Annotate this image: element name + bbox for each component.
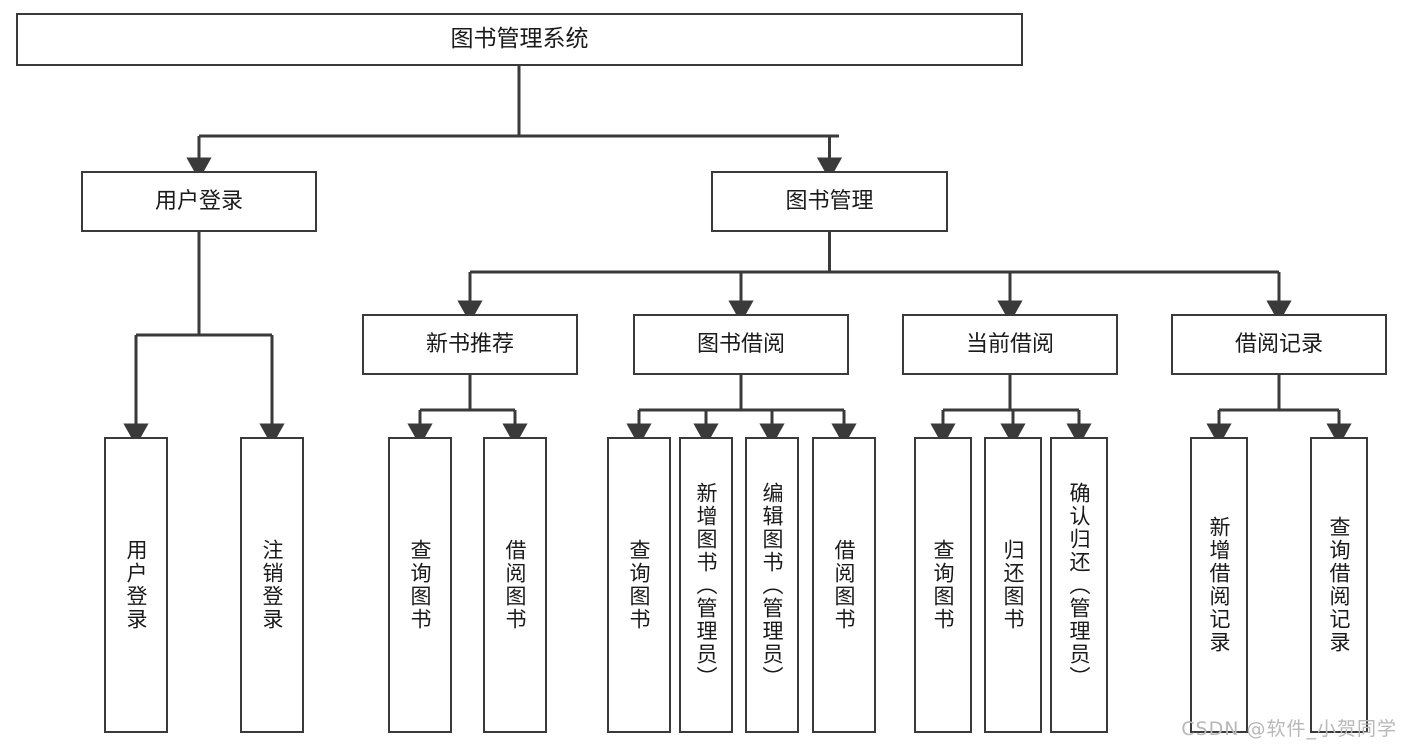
leaf-borrow-books-recommend[interactable]: 借阅图书 bbox=[483, 437, 547, 733]
leaf-edit-book-admin[interactable]: 编辑图书（管理员） bbox=[745, 437, 799, 733]
node-borrow-records[interactable]: 借阅记录 bbox=[1171, 314, 1387, 375]
node-label: 新增图书（管理员） bbox=[694, 481, 719, 689]
node-label: 新书推荐 bbox=[425, 331, 514, 357]
node-label: 图书管理 bbox=[785, 188, 874, 214]
leaf-query-books-recommend[interactable]: 查询图书 bbox=[388, 437, 452, 733]
leaf-query-borrow-record[interactable]: 查询借阅记录 bbox=[1310, 437, 1368, 733]
node-label: 确认归还（管理员） bbox=[1067, 481, 1092, 689]
node-label: 借阅记录 bbox=[1234, 331, 1323, 357]
leaf-add-book-admin[interactable]: 新增图书（管理员） bbox=[679, 437, 733, 733]
node-label: 查询图书 bbox=[408, 539, 433, 631]
node-label: 归还图书 bbox=[1001, 539, 1026, 631]
node-label: 借阅图书 bbox=[503, 539, 528, 631]
node-new-book-recommend[interactable]: 新书推荐 bbox=[362, 314, 578, 375]
node-label: 用户登录 bbox=[124, 539, 149, 631]
node-label: 用户登录 bbox=[154, 188, 243, 214]
leaf-return-books[interactable]: 归还图书 bbox=[984, 437, 1042, 733]
leaf-user-login[interactable]: 用户登录 bbox=[104, 437, 168, 733]
leaf-logout[interactable]: 注销登录 bbox=[240, 437, 304, 733]
node-user-login[interactable]: 用户登录 bbox=[81, 171, 317, 232]
node-current-borrowing[interactable]: 当前借阅 bbox=[902, 314, 1118, 375]
node-book-management[interactable]: 图书管理 bbox=[711, 171, 948, 232]
leaf-confirm-return-admin[interactable]: 确认归还（管理员） bbox=[1050, 437, 1108, 733]
node-label: 查询图书 bbox=[627, 539, 652, 631]
leaf-add-borrow-record[interactable]: 新增借阅记录 bbox=[1190, 437, 1248, 733]
node-label: 当前借阅 bbox=[965, 331, 1054, 357]
csdn-watermark: CSDN @软件_小贺同学 bbox=[1181, 718, 1397, 740]
node-label: 图书借阅 bbox=[696, 331, 785, 357]
node-label: 查询图书 bbox=[931, 539, 956, 631]
node-label: 编辑图书（管理员） bbox=[760, 481, 785, 689]
node-label: 图书管理系统 bbox=[450, 26, 589, 53]
node-book-borrowing[interactable]: 图书借阅 bbox=[633, 314, 849, 375]
leaf-borrow-books-borrowing[interactable]: 借阅图书 bbox=[812, 437, 876, 733]
node-label: 注销登录 bbox=[260, 539, 285, 631]
leaf-query-books-borrowing[interactable]: 查询图书 bbox=[607, 437, 671, 733]
node-label: 借阅图书 bbox=[832, 539, 857, 631]
leaf-query-books-current[interactable]: 查询图书 bbox=[914, 437, 972, 733]
node-label: 查询借阅记录 bbox=[1327, 516, 1352, 654]
node-label: 新增借阅记录 bbox=[1207, 516, 1232, 654]
node-root-system[interactable]: 图书管理系统 bbox=[16, 13, 1023, 66]
